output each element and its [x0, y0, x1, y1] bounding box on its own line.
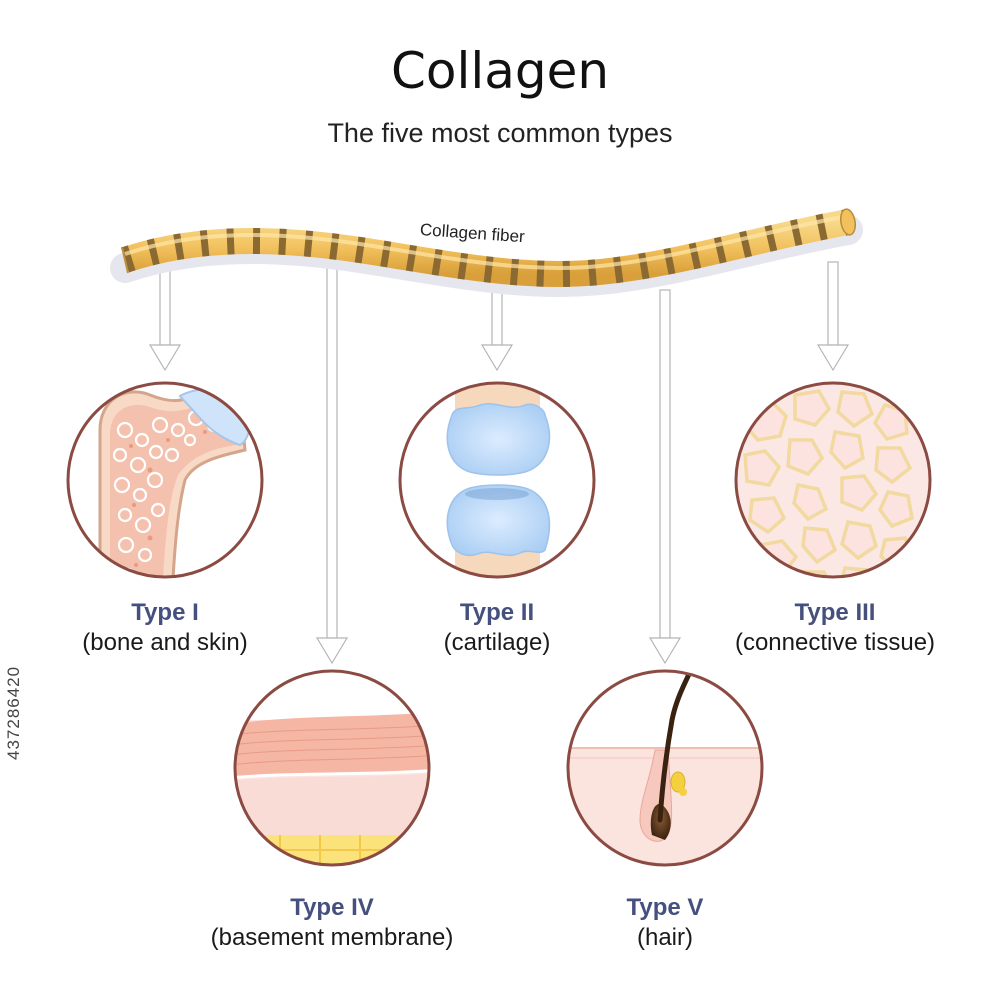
caption-type-ii: Type II (cartilage)	[337, 598, 657, 658]
arrow-type-i	[148, 264, 182, 372]
type-iii-name: Type III	[794, 599, 876, 626]
stock-id-watermark: 437286420	[4, 665, 23, 760]
type-i-bone-illustration	[66, 381, 264, 579]
type-v-hair-illustration	[566, 669, 764, 867]
type-v-desc: (hair)	[636, 924, 693, 951]
type-ii-desc: (cartilage)	[443, 629, 551, 656]
type-ii-cartilage-illustration	[398, 381, 596, 579]
caption-type-i: Type I (bone and skin)	[5, 598, 325, 658]
type-iv-basement-membrane-illustration	[233, 669, 431, 867]
arrow-type-iii	[816, 261, 850, 372]
arrows	[148, 257, 850, 665]
caption-type-iii: Type III (connective tissue)	[675, 598, 995, 658]
caption-type-iv: Type IV (basement membrane)	[172, 893, 492, 953]
collagen-fiber	[110, 208, 863, 297]
type-iv-name: Type IV	[290, 894, 374, 921]
diagram-subtitle: The five most common types	[327, 118, 673, 148]
type-ii-name: Type II	[459, 599, 535, 626]
type-i-name: Type I	[131, 599, 199, 626]
type-iii-desc: (connective tissue)	[734, 629, 936, 656]
caption-type-v: Type V (hair)	[505, 893, 825, 953]
type-iii-connective-tissue-illustration	[734, 381, 932, 579]
arrow-type-v	[648, 289, 682, 665]
type-iv-desc: (basement membrane)	[210, 924, 454, 951]
type-i-desc: (bone and skin)	[82, 629, 248, 656]
type-v-name: Type V	[626, 894, 704, 921]
diagram-title: Collagen	[390, 42, 610, 100]
